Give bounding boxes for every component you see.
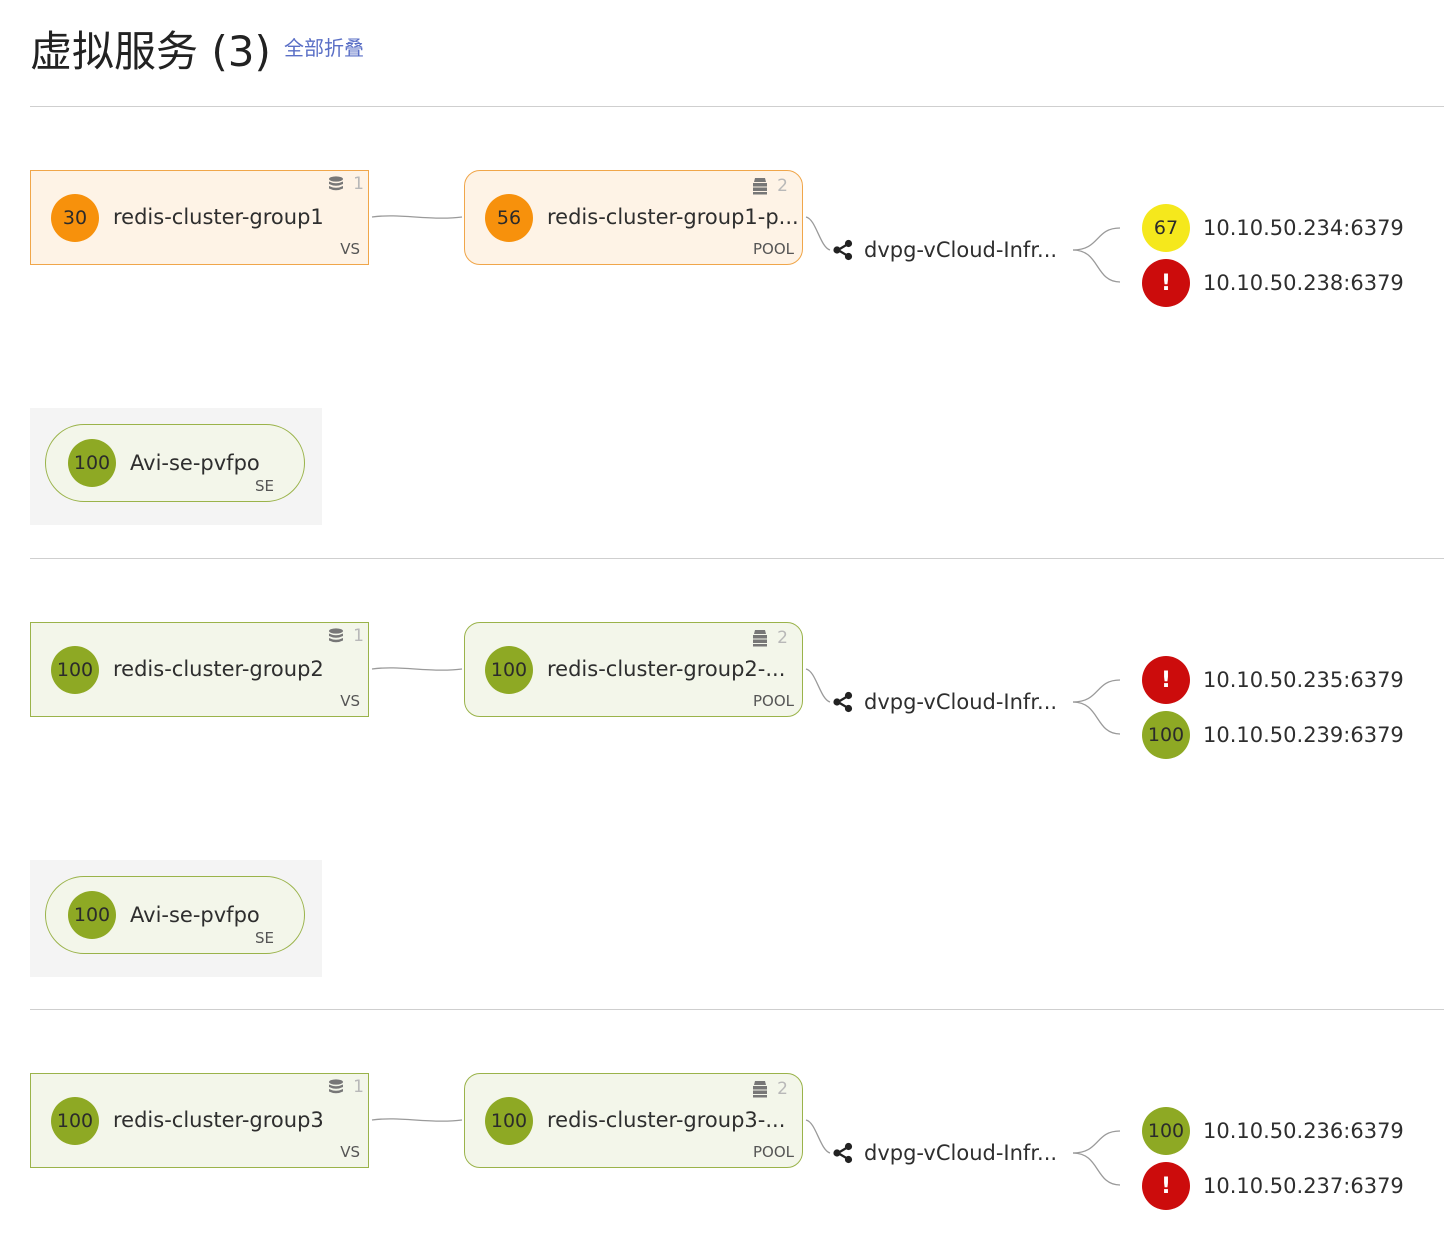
virtual-service-node[interactable]: 100 redis-cluster-group3 VS 1: [30, 1073, 369, 1168]
server-stack-icon: [753, 178, 768, 195]
health-score-badge: 100: [1142, 1107, 1190, 1155]
exclamation-icon: !: [1142, 259, 1190, 307]
collapse-all-link[interactable]: 全部折叠: [284, 36, 364, 60]
health-score-badge: 100: [68, 891, 116, 939]
server-node[interactable]: 100 10.10.50.239:6379: [1142, 711, 1404, 759]
share-icon: [833, 1142, 853, 1164]
server-stack-icon: [753, 1081, 768, 1098]
network-node[interactable]: dvpg-vCloud-Infr...: [832, 1141, 1057, 1165]
server-address: 10.10.50.239:6379: [1203, 723, 1404, 747]
virtual-service-name: redis-cluster-group2: [113, 657, 324, 681]
topology-links: [371, 667, 1121, 735]
pool-name: redis-cluster-group3-...: [547, 1108, 786, 1132]
server-address: 10.10.50.238:6379: [1203, 271, 1404, 295]
exclamation-icon: !: [1142, 656, 1190, 704]
service-engine-node[interactable]: 100 Avi-se-pvfpo SE: [45, 876, 305, 954]
node-count-value: 1: [353, 1077, 364, 1097]
virtual-service-node[interactable]: 100 redis-cluster-group2 VS 1: [30, 622, 369, 717]
health-score-badge: 100: [51, 646, 99, 694]
node-type-label: POOL: [752, 240, 794, 258]
server-node[interactable]: 100 10.10.50.236:6379: [1142, 1107, 1404, 1155]
pool-name: redis-cluster-group2-...: [547, 657, 786, 681]
server-address: 10.10.50.234:6379: [1203, 216, 1404, 240]
server-address: 10.10.50.236:6379: [1203, 1119, 1404, 1143]
health-score-badge: 100: [51, 1097, 99, 1145]
node-count-value: 1: [353, 174, 364, 194]
vs-section-1: 30 redis-cluster-group1 VS 1 56 redis-cl…: [0, 107, 1444, 559]
node-count-value: 1: [353, 626, 364, 646]
server-node[interactable]: ! 10.10.50.237:6379: [1142, 1162, 1404, 1210]
server-address: 10.10.50.235:6379: [1203, 668, 1404, 692]
server-node[interactable]: ! 10.10.50.235:6379: [1142, 656, 1404, 704]
server-stack-icon: [753, 630, 768, 647]
health-score-badge: 100: [1142, 711, 1190, 759]
topology-links: [371, 1118, 1121, 1186]
page-title: 虚拟服务 (3): [30, 27, 271, 76]
health-score-badge: 56: [485, 194, 533, 242]
service-engine-node[interactable]: 100 Avi-se-pvfpo SE: [45, 424, 305, 502]
virtual-service-name: redis-cluster-group1: [113, 205, 324, 229]
server-node[interactable]: 67 10.10.50.234:6379: [1142, 204, 1404, 252]
node-type-label: SE: [255, 929, 274, 947]
network-name: dvpg-vCloud-Infr...: [864, 690, 1058, 714]
exclamation-icon: !: [1142, 1162, 1190, 1210]
node-count: 1: [327, 174, 364, 194]
vs-section-3: 100 redis-cluster-group3 VS 1 100 redis-…: [0, 1010, 1444, 1236]
node-type-label: VS: [340, 692, 360, 710]
share-icon: [833, 239, 853, 261]
node-count: 2: [751, 1079, 788, 1099]
node-count: 1: [327, 626, 364, 646]
node-type-label: SE: [255, 477, 274, 495]
service-engine-panel: 100 Avi-se-pvfpo SE: [30, 860, 322, 977]
network-node[interactable]: dvpg-vCloud-Infr...: [832, 238, 1057, 262]
node-type-label: POOL: [752, 692, 794, 710]
vs-section-2: 100 redis-cluster-group2 VS 1 100 redis-…: [0, 559, 1444, 1011]
divider: [30, 558, 1444, 559]
node-count-value: 2: [777, 1079, 788, 1099]
node-count: 2: [751, 176, 788, 196]
network-node[interactable]: dvpg-vCloud-Infr...: [832, 690, 1057, 714]
pool-node[interactable]: 56 redis-cluster-group1-p... POOL 2: [464, 170, 803, 265]
database-icon: [329, 628, 344, 643]
health-score-badge: 100: [68, 439, 116, 487]
node-type-label: POOL: [752, 1143, 794, 1161]
network-name: dvpg-vCloud-Infr...: [864, 238, 1058, 262]
virtual-service-node[interactable]: 30 redis-cluster-group1 VS 1: [30, 170, 369, 265]
pool-node[interactable]: 100 redis-cluster-group3-... POOL 2: [464, 1073, 803, 1168]
share-icon: [833, 691, 853, 713]
divider: [30, 1009, 1444, 1010]
service-engine-panel: 100 Avi-se-pvfpo SE: [30, 408, 322, 525]
pool-node[interactable]: 100 redis-cluster-group2-... POOL 2: [464, 622, 803, 717]
node-count-value: 2: [777, 628, 788, 648]
pool-name: redis-cluster-group1-p...: [547, 205, 799, 229]
health-score-badge: 100: [485, 1097, 533, 1145]
topology-links: [371, 215, 1121, 283]
database-icon: [329, 176, 344, 191]
node-count-value: 2: [777, 176, 788, 196]
node-count: 1: [327, 1077, 364, 1097]
virtual-service-name: redis-cluster-group3: [113, 1108, 324, 1132]
server-node[interactable]: ! 10.10.50.238:6379: [1142, 259, 1404, 307]
health-score-badge: 100: [485, 646, 533, 694]
network-name: dvpg-vCloud-Infr...: [864, 1141, 1058, 1165]
service-engine-name: Avi-se-pvfpo: [130, 903, 260, 927]
divider: [30, 106, 1444, 107]
node-type-label: VS: [340, 240, 360, 258]
health-score-badge: 67: [1142, 204, 1190, 252]
server-address: 10.10.50.237:6379: [1203, 1174, 1404, 1198]
node-type-label: VS: [340, 1143, 360, 1161]
health-score-badge: 30: [51, 194, 99, 242]
database-icon: [329, 1079, 344, 1094]
node-count: 2: [751, 628, 788, 648]
service-engine-name: Avi-se-pvfpo: [130, 451, 260, 475]
